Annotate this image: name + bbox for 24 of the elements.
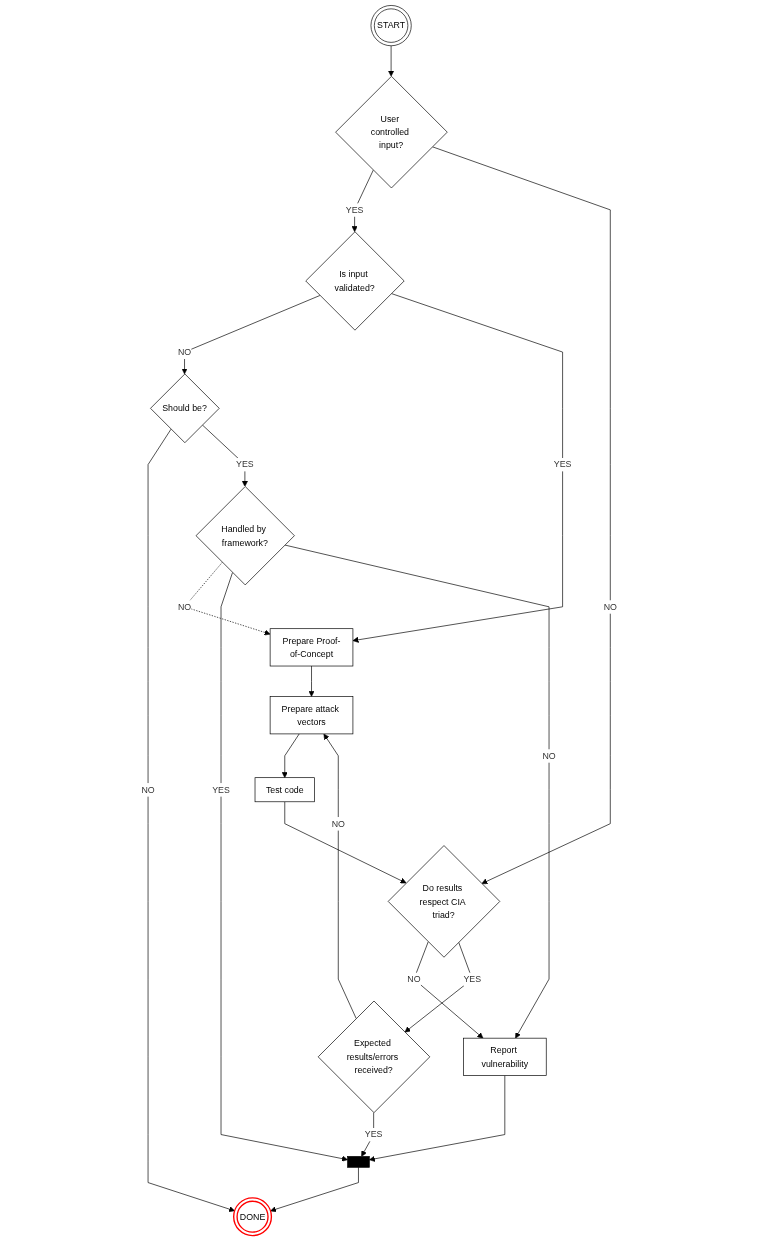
node-diamond: Is input validated? bbox=[305, 231, 405, 331]
edge-label: NO bbox=[542, 750, 556, 761]
edge-label: NO bbox=[604, 601, 618, 612]
edge-label: NO bbox=[178, 346, 192, 357]
edge-label: NO bbox=[407, 973, 421, 985]
edge-label: YES bbox=[212, 784, 231, 795]
node-bar bbox=[347, 1156, 370, 1168]
node-diamond: Do results respect CIA triad? bbox=[388, 845, 501, 958]
node-box: Test code bbox=[255, 777, 316, 803]
edge-label: YES bbox=[365, 1129, 383, 1140]
node-diamond: User controlled input? bbox=[335, 75, 448, 189]
node-box: Prepare Proof-of-Concept bbox=[270, 628, 354, 667]
edge-label: YES bbox=[236, 459, 255, 470]
edge-label: YES bbox=[463, 973, 482, 985]
edge-label: YES bbox=[346, 204, 364, 215]
edge-label: YES bbox=[554, 459, 572, 470]
node-box: Report vulnerability bbox=[463, 1037, 547, 1076]
edge-label: NO bbox=[331, 818, 346, 829]
node-diamond: Should be? bbox=[150, 373, 220, 444]
edge-label: NO bbox=[178, 601, 192, 612]
node-diamond: Expected results/errors received? bbox=[318, 1000, 431, 1113]
edge-label: NO bbox=[141, 784, 155, 795]
node-diamond: Handled by framework? bbox=[196, 486, 296, 586]
node-box: Prepare attack vectors bbox=[270, 696, 354, 735]
